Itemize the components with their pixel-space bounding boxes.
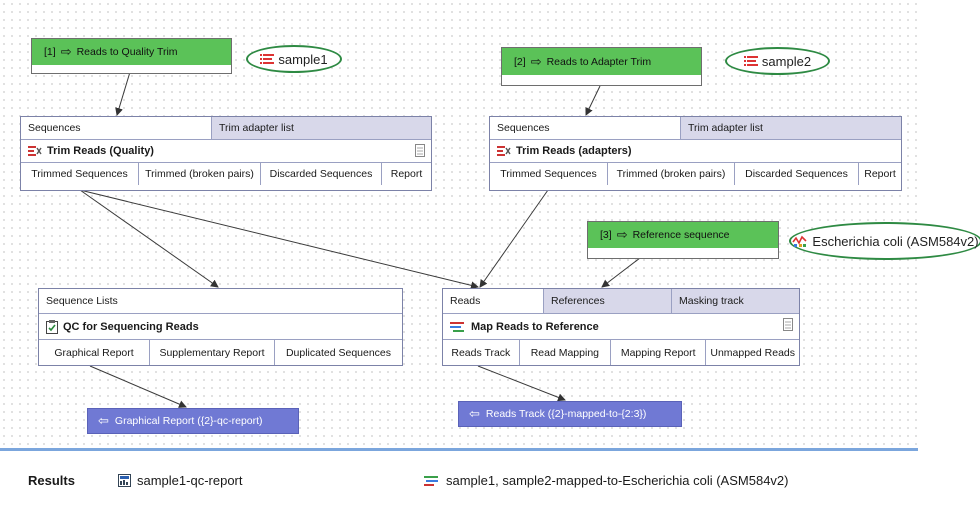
input-port-references[interactable]: References	[544, 289, 672, 313]
arrow-right-outline-icon: ⇨	[530, 53, 542, 69]
result-item-label: sample1, sample2-mapped-to-Escherichia c…	[446, 473, 789, 488]
document-icon[interactable]	[415, 144, 425, 160]
results-divider[interactable]	[0, 448, 918, 451]
output-node-label: Graphical Report ({2}-qc-report)	[114, 415, 263, 427]
input-port-trim-adapter-list[interactable]: Trim adapter list	[212, 117, 431, 139]
tool-input-row: Reads References Masking track	[443, 289, 799, 314]
tool-output-row: Trimmed Sequences Trimmed (broken pairs)…	[21, 163, 431, 185]
annotation-reference: Escherichia coli (ASM584v2)	[789, 222, 980, 260]
input-name-2: Reads to Adapter Trim	[546, 55, 652, 68]
tool-trim-reads-quality[interactable]: Sequences Trim adapter list Trim Reads (…	[20, 116, 432, 191]
results-label: Results	[28, 473, 75, 488]
tool-title: Trim Reads (Quality)	[47, 145, 154, 157]
reference-sequence-icon	[792, 234, 808, 248]
input-port-sequence-lists[interactable]: Sequence Lists	[46, 295, 118, 307]
output-port-trimmed-broken-pairs[interactable]: Trimmed (broken pairs)	[608, 163, 735, 185]
output-port-trimmed-sequences[interactable]: Trimmed Sequences	[490, 163, 608, 185]
tool-qc-sequencing-reads[interactable]: Sequence Lists QC for Sequencing Reads G…	[38, 288, 403, 366]
arrow-right-outline-icon: ⇨	[60, 44, 72, 59]
output-port-report[interactable]: Report	[390, 168, 423, 180]
tool-title-row: Trim Reads (Quality)	[21, 140, 431, 163]
annotation-sample1: sample1	[246, 45, 342, 73]
input-node-1-bar: [1] ⇨ Reads to Quality Trim	[32, 39, 231, 65]
output-port-mapping-report[interactable]: Mapping Report	[611, 340, 707, 365]
wire-trim-quality-to-map	[79, 189, 479, 290]
tool-input-row: Sequences Trim adapter list	[490, 117, 901, 140]
sequence-list-icon	[260, 53, 275, 65]
output-port-graphical-report[interactable]: Graphical Report	[39, 340, 150, 365]
tool-title-row: Map Reads to Reference	[443, 314, 799, 340]
result-item-label: sample1-qc-report	[137, 473, 243, 488]
wire-trim-quality-to-qc	[79, 189, 219, 288]
qc-clipboard-icon	[46, 319, 58, 334]
output-port-read-mapping[interactable]: Read Mapping	[520, 340, 612, 365]
output-port-trimmed-sequences[interactable]: Trimmed Sequences	[21, 163, 139, 185]
input-port-sequences[interactable]: Sequences	[21, 117, 212, 139]
tool-title: QC for Sequencing Reads	[63, 320, 199, 333]
annotation-sample1-text: sample1	[278, 51, 328, 67]
result-item-reads-track[interactable]: sample1, sample2-mapped-to-Escherichia c…	[424, 473, 788, 488]
arrow-left-outline-icon: ⇦	[98, 413, 109, 428]
result-item-qc-report[interactable]: sample1-qc-report	[118, 473, 243, 488]
sequence-list-icon	[743, 55, 758, 67]
input-name-1: Reads to Quality Trim	[76, 46, 178, 58]
tool-title-row: Trim Reads (adapters)	[490, 140, 901, 163]
input-node-3-bar: [3] ⇨ Reference sequence	[588, 222, 778, 248]
tool-output-row: Graphical Report Supplementary Report Du…	[39, 340, 402, 365]
input-port-sequences[interactable]: Sequences	[490, 117, 681, 139]
output-port-unmapped-reads[interactable]: Unmapped Reads	[710, 346, 795, 359]
tool-trim-reads-adapters[interactable]: Sequences Trim adapter list Trim Reads (…	[489, 116, 902, 191]
workflow-connections	[79, 71, 641, 408]
input-label-1: [1]	[44, 46, 56, 58]
input-port-masking-track[interactable]: Masking track	[672, 289, 799, 313]
wire-trim-adapters-to-map	[479, 189, 549, 288]
input-name-3: Reference sequence	[632, 229, 730, 241]
results-panel: Results sample1-qc-report sample1, sampl…	[0, 451, 980, 506]
annotation-sample2-text: sample2	[761, 53, 812, 69]
output-port-discarded-sequences[interactable]: Discarded Sequences	[735, 163, 859, 185]
tool-input-row: Sequence Lists	[39, 289, 402, 314]
output-node-graphical-report[interactable]: ⇦ Graphical Report ({2}-qc-report)	[87, 408, 299, 434]
output-node-label: Reads Track ({2}-mapped-to-{2:3})	[485, 408, 647, 420]
tool-output-row: Reads Track Read Mapping Mapping Report …	[443, 340, 799, 365]
tool-input-row: Sequences Trim adapter list	[21, 117, 431, 140]
wire-qc-to-graphical-report	[89, 365, 187, 408]
tool-title-row: QC for Sequencing Reads	[39, 314, 402, 340]
input-port-trim-adapter-list[interactable]: Trim adapter list	[681, 117, 901, 139]
output-port-discarded-sequences[interactable]: Discarded Sequences	[261, 163, 382, 185]
annotation-reference-text: Escherichia coli (ASM584v2)	[812, 233, 979, 249]
tool-map-reads-to-reference[interactable]: Reads References Masking track Map Reads…	[442, 288, 800, 366]
arrow-left-outline-icon: ⇦	[469, 406, 480, 421]
output-port-duplicated-sequences[interactable]: Duplicated Sequences	[285, 346, 392, 359]
output-node-reads-track[interactable]: ⇦ Reads Track ({2}-mapped-to-{2:3})	[458, 401, 682, 427]
output-port-supplementary-report[interactable]: Supplementary Report	[150, 340, 275, 365]
map-reads-icon	[450, 321, 466, 333]
trim-reads-icon	[497, 145, 511, 157]
tool-output-row: Trimmed Sequences Trimmed (broken pairs)…	[490, 163, 901, 185]
output-port-reads-track[interactable]: Reads Track	[443, 340, 520, 365]
tool-title: Map Reads to Reference	[471, 320, 599, 333]
trim-reads-icon	[28, 145, 42, 157]
input-node-3[interactable]: [3] ⇨ Reference sequence	[587, 221, 779, 259]
tool-title: Trim Reads (adapters)	[516, 145, 632, 157]
wire-reference-to-map	[601, 257, 641, 288]
wire-input1-to-trim-quality	[115, 71, 131, 116]
input-node-1[interactable]: [1] ⇨ Reads to Quality Trim	[31, 38, 232, 74]
arrow-right-outline-icon: ⇨	[616, 227, 628, 242]
input-port-reads[interactable]: Reads	[443, 289, 544, 313]
input-label-3: [3]	[600, 229, 612, 241]
report-icon	[118, 474, 131, 487]
wire-map-to-reads-track	[477, 365, 566, 402]
output-port-report[interactable]: Report	[864, 168, 896, 180]
reads-track-icon	[424, 475, 440, 487]
document-icon[interactable]	[783, 318, 793, 334]
input-node-2-bar: [2] ⇨ Reads to Adapter Trim	[502, 48, 701, 75]
annotation-sample2: sample2	[725, 47, 830, 75]
input-node-2[interactable]: [2] ⇨ Reads to Adapter Trim	[501, 47, 702, 86]
input-label-2: [2]	[514, 55, 526, 68]
wire-input2-to-trim-adapters	[585, 85, 601, 116]
output-port-trimmed-broken-pairs[interactable]: Trimmed (broken pairs)	[139, 163, 261, 185]
